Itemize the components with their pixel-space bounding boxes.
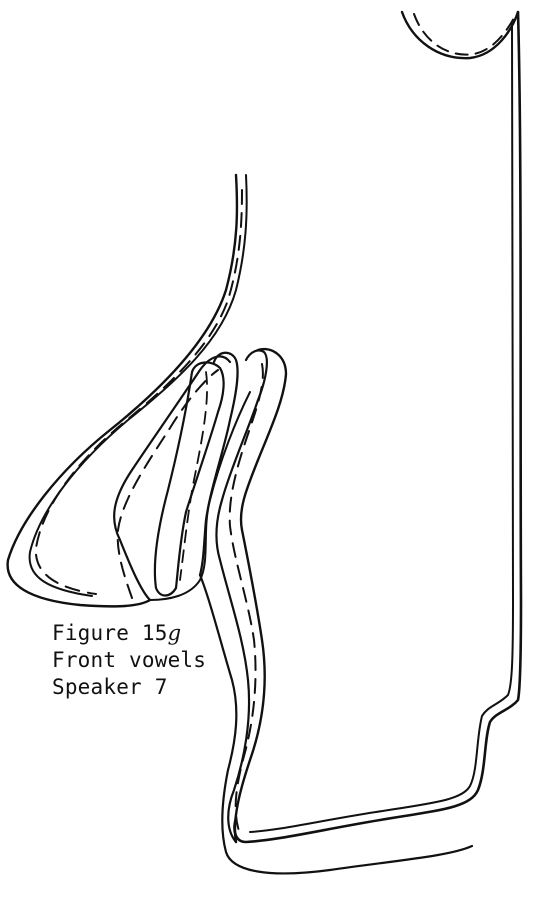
nose-inner-line (30, 175, 247, 596)
upper-arc-outer (402, 12, 518, 58)
caption-line-speaker: Speaker 7 (52, 674, 206, 701)
caption-figure-prefix: Figure 15 (52, 621, 168, 645)
tongue-inner (216, 350, 267, 842)
nose-dashed (36, 190, 242, 594)
figure-caption: Figure 15g Front vowels Speaker 7 (52, 620, 206, 701)
caption-figure-letter: g (168, 621, 182, 645)
tongue-outer (235, 349, 286, 842)
tooth-upper (155, 362, 224, 595)
pharyngeal-wall-outer (234, 12, 521, 842)
pharyngeal-wall-inner (250, 24, 513, 832)
nose-outer (8, 175, 237, 606)
caption-line-vowels: Front vowels (52, 647, 206, 674)
caption-line-figure: Figure 15g (52, 620, 206, 647)
lip-outer (114, 356, 230, 600)
